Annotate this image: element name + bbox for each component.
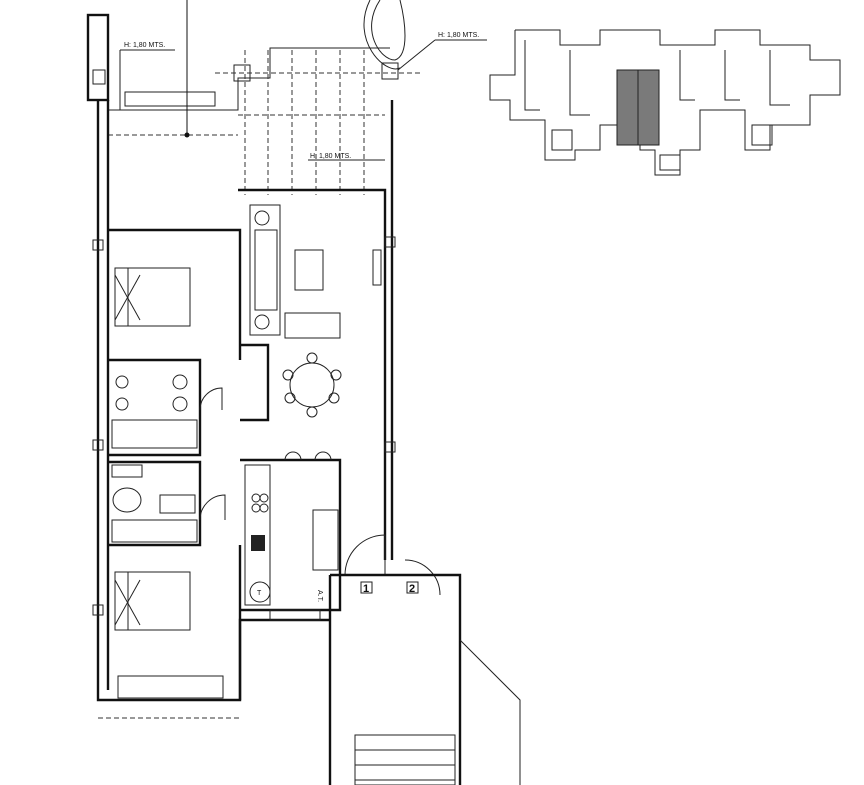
bedroom-1 — [114, 267, 191, 327]
bedroom-2 — [98, 571, 240, 719]
bathroom-2 — [111, 464, 226, 543]
svg-text:H: 1,80 MTS.: H: 1,80 MTS. — [438, 32, 479, 39]
walls — [92, 100, 396, 702]
living-room — [249, 204, 382, 461]
svg-text:H: 1,80 MTS.: H: 1,80 MTS. — [310, 153, 351, 160]
height-note-right: H: 1,80 MTS. — [397, 32, 487, 71]
svg-text:T: T — [257, 590, 262, 597]
height-note-left: H: 1,80 MTS. — [119, 42, 175, 110]
key-plan-minimap — [489, 29, 841, 176]
terrace — [86, 0, 390, 138]
svg-text:1: 1 — [363, 583, 369, 595]
kitchen: T A.T. — [244, 464, 339, 621]
svg-text:H: 1,80 MTS.: H: 1,80 MTS. — [124, 42, 165, 49]
bathroom-1 — [111, 374, 223, 449]
svg-text:A.T.: A.T. — [316, 590, 323, 602]
svg-text:2: 2 — [409, 583, 415, 595]
height-note-center: H: 1,80 MTS. — [308, 153, 385, 161]
door-marker-1: 1 — [360, 581, 373, 595]
entrance — [328, 534, 521, 785]
pergola — [215, 0, 420, 195]
door-marker-2: 2 — [406, 581, 419, 595]
